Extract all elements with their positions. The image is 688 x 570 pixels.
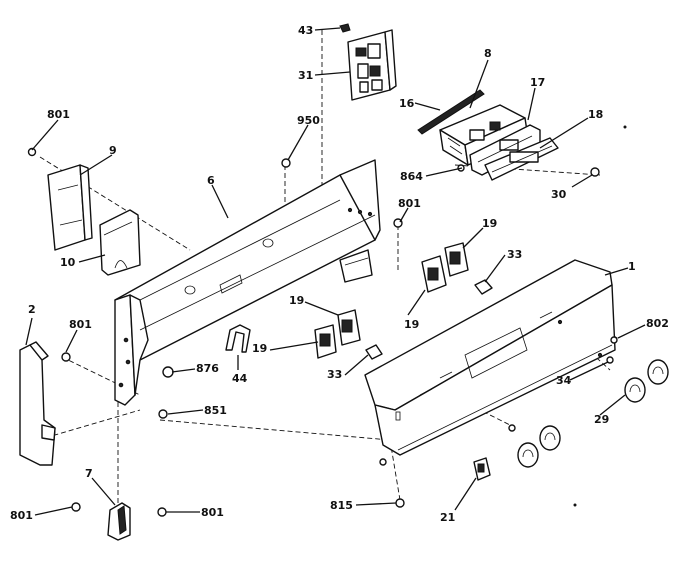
callout-43: 43 [298,24,313,37]
callout-9: 9 [109,144,117,157]
callout-21: 21 [440,511,455,524]
part-6-backguard-panel [114,159,381,406]
callout-labels: 43 31 8 16 17 18 801 9 950 6 864 30 801 … [10,24,669,524]
stray-dot [573,503,577,507]
part-31-control-module [347,29,397,101]
callout-1: 1 [628,260,636,273]
part-10-end-bracket [99,209,141,276]
callout-34: 34 [556,374,572,387]
part-19-switch-mid-right [337,309,361,346]
callout-19: 19 [482,217,497,230]
callout-44: 44 [232,372,248,385]
callout-802: 802 [646,317,669,330]
part-21-block [473,457,491,481]
part-29-knobs [517,359,669,468]
callout-29: 29 [594,413,609,426]
part-33-clip-upper [474,279,493,295]
callout-815: 815 [330,499,353,512]
callout-33: 33 [327,368,342,381]
part-7-lower-bracket [107,502,131,541]
callout-950: 950 [297,114,320,127]
callout-19: 19 [404,318,419,331]
callout-851: 851 [204,404,227,417]
fastener-screws [27,147,618,517]
callout-19: 19 [252,342,267,355]
callout-33: 33 [507,248,522,261]
callout-801: 801 [69,318,92,331]
callout-7: 7 [85,467,93,480]
callout-876: 876 [196,362,219,375]
callout-16: 16 [399,97,415,110]
part-9-side-bracket [47,164,93,251]
callout-801: 801 [47,108,70,121]
callout-6: 6 [207,174,215,187]
callout-2: 2 [28,303,36,316]
callout-30: 30 [551,188,567,201]
callout-19: 19 [289,294,304,307]
stray-dot [623,125,627,129]
callout-864: 864 [400,170,423,183]
part-19-switch-upper-left [421,255,447,293]
part-33-clip-lower [365,344,383,360]
callout-31: 31 [298,69,313,82]
part-43-screw [339,23,351,33]
part-18-timer-overlay [484,137,559,181]
callout-10: 10 [60,256,76,269]
callout-801: 801 [398,197,421,210]
callout-8: 8 [484,47,492,60]
part-19-switch-mid-left [314,324,337,359]
part-1-control-panel [364,259,616,456]
leader-lines [25,27,646,516]
callout-801: 801 [10,509,33,522]
part-44-clip [225,324,251,353]
part-8-strip [417,89,485,135]
part-2-end-cap [19,341,56,466]
callout-17: 17 [530,76,545,89]
callout-18: 18 [588,108,603,121]
part-19-switch-upper-right [444,242,469,277]
callout-801: 801 [201,506,224,519]
